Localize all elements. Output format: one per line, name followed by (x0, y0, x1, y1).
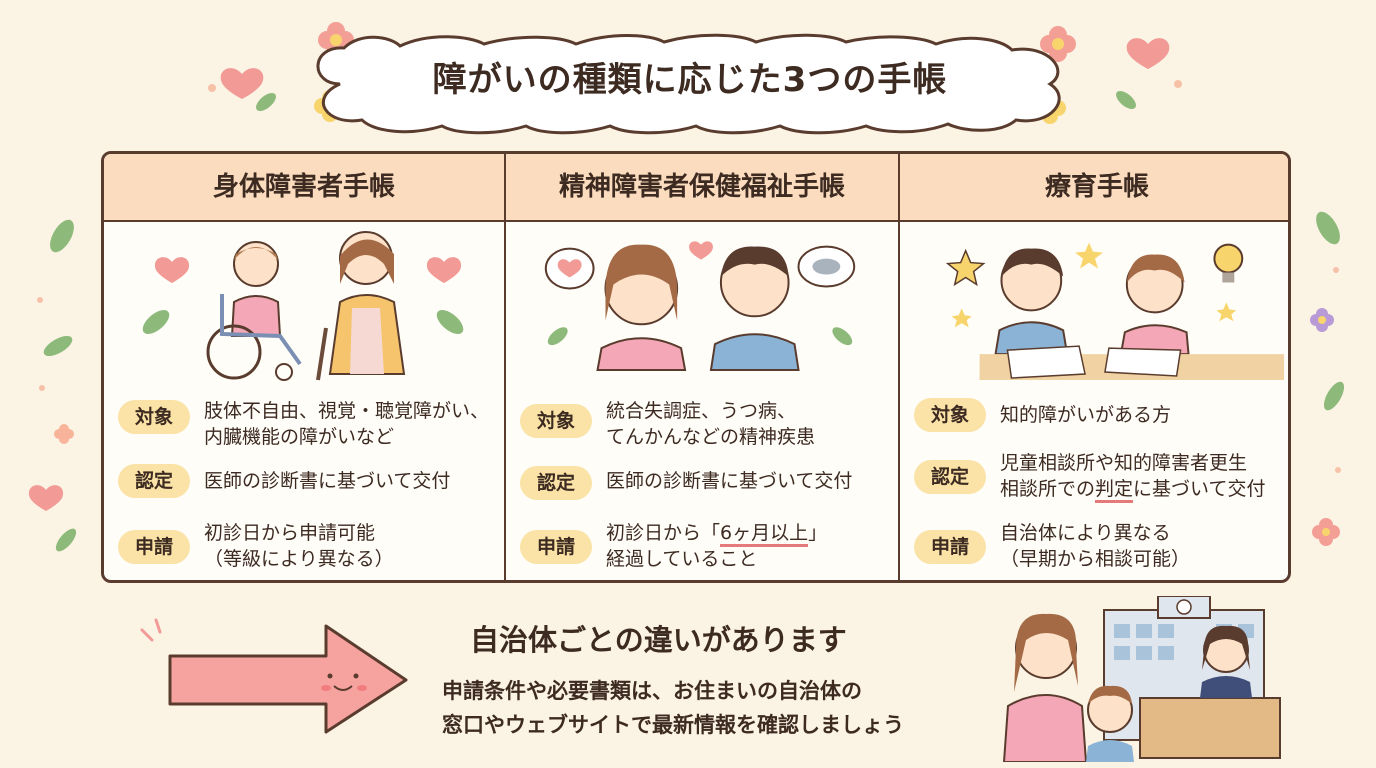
tag-label: 対象 (914, 398, 986, 432)
notice-title: 自治体ごとの違いがあります (470, 623, 847, 657)
row-text-part: に基づいて交付 (1133, 478, 1266, 500)
heart-icon (28, 38, 1170, 511)
building-illustration (1002, 596, 1281, 762)
row-application: 申請 初診日から申請可能 （等級により異なる） (104, 520, 504, 580)
star-icon (1216, 302, 1237, 322)
tag-label: 対象 (118, 400, 190, 434)
row-target: 対象 知的障がいがある方 (900, 398, 1288, 438)
row-text: 初診日から申請可能 （等級により異なる） (204, 522, 394, 570)
notice-body: 申請条件や必要書類は、お住まいの自治体の 窓口やウェブサイトで最新情報を確認しま… (442, 674, 904, 742)
column-mental: 精神障害者保健福祉手帳 対象 統合失調症、うつ病、 てんかんなどの精神疾患 認定… (504, 154, 898, 580)
row-target: 対象 肢体不自由、視覚・聴覚障がい、 内臓機能の障がいなど (104, 398, 504, 458)
row-text: 初診日から「6ヶ月以上」 経過していること (606, 520, 827, 572)
row-text: 医師の診断書に基づいて交付 (606, 470, 853, 492)
tag-label: 申請 (914, 530, 986, 564)
column-intellectual: 療育手帳 対象 知的障がいがある方 認定 児童相談所や知 (898, 154, 1288, 580)
arrow-icon (140, 618, 408, 734)
row-target: 対象 統合失調症、うつ病、 てんかんなどの精神疾患 (506, 398, 898, 458)
row-text: 自治体により異なる （早期から相談可能） (1000, 522, 1191, 570)
row-application: 申請 自治体により異なる （早期から相談可能） (900, 520, 1288, 580)
heart-icon (426, 257, 462, 283)
title-cloud (316, 33, 1061, 135)
children-drawing-illustration (945, 242, 1285, 380)
page-title: 障がいの種類に応じた3つの手帳 (432, 60, 948, 100)
tag-label: 申請 (520, 530, 592, 564)
heart-icon (154, 257, 190, 283)
heart-icon (689, 241, 713, 260)
row-text: 知的障がいがある方 (1000, 404, 1172, 426)
lightbulb-icon (1213, 243, 1244, 283)
highlight-text: 6ヶ月以上 (720, 522, 809, 547)
tag-label: 認定 (520, 466, 592, 500)
row-text: 児童相談所や知的障害者更生 相談所での判定に基づいて交付 (1000, 450, 1266, 503)
leaf-icon (43, 91, 1345, 552)
row-text-part: 」 経過していること (606, 522, 828, 570)
notice-line: 申請条件や必要書類は、お住まいの自治体の (442, 679, 862, 703)
tag-label: 対象 (520, 404, 592, 438)
two-people-illustration (544, 241, 856, 372)
notice-line: 窓口やウェブサイトで最新情報を確認しましょう (442, 713, 904, 737)
column-physical: 身体障害者手帳 対象 肢体不自由、視覚・聴覚障がい、 内臓機能の障がいなど (104, 154, 504, 580)
row-text-part: 児童相談所や知的障害者更生 相談所での (1000, 452, 1248, 500)
wheelchair-illustration (142, 231, 464, 381)
row-certification: 認定 児童相談所や知的障害者更生 相談所での判定に基づいて交付 (900, 450, 1288, 510)
row-certification: 認定 医師の診断書に基づいて交付 (506, 464, 898, 504)
tag-label: 認定 (914, 460, 986, 494)
tag-label: 申請 (118, 530, 190, 564)
star-icon (945, 248, 986, 287)
star-icon (951, 308, 972, 328)
column-heading: 精神障害者保健福祉手帳 (506, 154, 898, 222)
tag-label: 認定 (118, 464, 190, 498)
row-text-part: 初診日から「 (606, 522, 721, 544)
star-icon (1075, 242, 1103, 269)
row-text: 医師の診断書に基づいて交付 (204, 470, 451, 492)
column-heading: 身体障害者手帳 (104, 154, 504, 222)
heart-icon (557, 259, 582, 278)
row-application: 申請 初診日から「6ヶ月以上」 経過していること (506, 520, 898, 580)
column-heading: 療育手帳 (900, 154, 1288, 222)
handbook-table: 身体障害者手帳 対象 肢体不自由、視覚・聴覚障がい、 内臓機能の障がいなど (101, 151, 1291, 583)
row-text: 肢体不自由、視覚・聴覚障がい、 内臓機能の障がいなど (204, 400, 490, 448)
row-certification: 認定 医師の診断書に基づいて交付 (104, 464, 504, 504)
row-text: 統合失調症、うつ病、 てんかんなどの精神疾患 (606, 400, 816, 448)
highlight-text: 判定 (1095, 478, 1134, 503)
